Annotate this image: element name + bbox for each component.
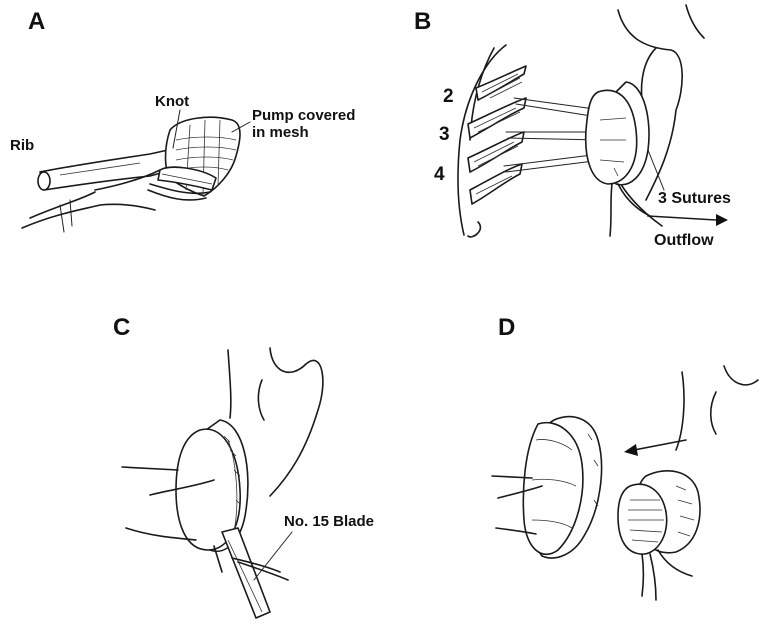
rib-cage-illustration xyxy=(458,45,526,237)
label-no-15-blade: No. 15 Blade xyxy=(284,513,374,530)
panel-c: C No. 15 Blade xyxy=(0,300,386,630)
panel-a: A xyxy=(0,0,386,300)
pump-illustration-b xyxy=(586,82,649,185)
mesh-cover-illustration xyxy=(523,417,601,558)
panel-a-illustration xyxy=(0,0,386,300)
exposed-pump-illustration xyxy=(618,471,700,554)
label-3-sutures: 3 Sutures xyxy=(658,190,731,207)
panel-b-illustration xyxy=(386,0,773,300)
panel-d-illustration xyxy=(386,300,773,630)
label-rib-4: 4 xyxy=(434,166,445,183)
pump-illustration xyxy=(158,117,240,196)
label-outflow: Outflow xyxy=(654,232,714,249)
panel-d: D xyxy=(386,300,773,630)
panel-c-illustration xyxy=(0,300,386,630)
panel-b: B xyxy=(386,0,773,300)
label-knot: Knot xyxy=(155,93,189,110)
label-rib: Rib xyxy=(10,137,34,154)
label-pump-covered-in-mesh: Pump covered in mesh xyxy=(252,107,355,141)
label-rib-3: 3 xyxy=(439,126,450,143)
label-rib-2: 2 xyxy=(443,88,454,105)
